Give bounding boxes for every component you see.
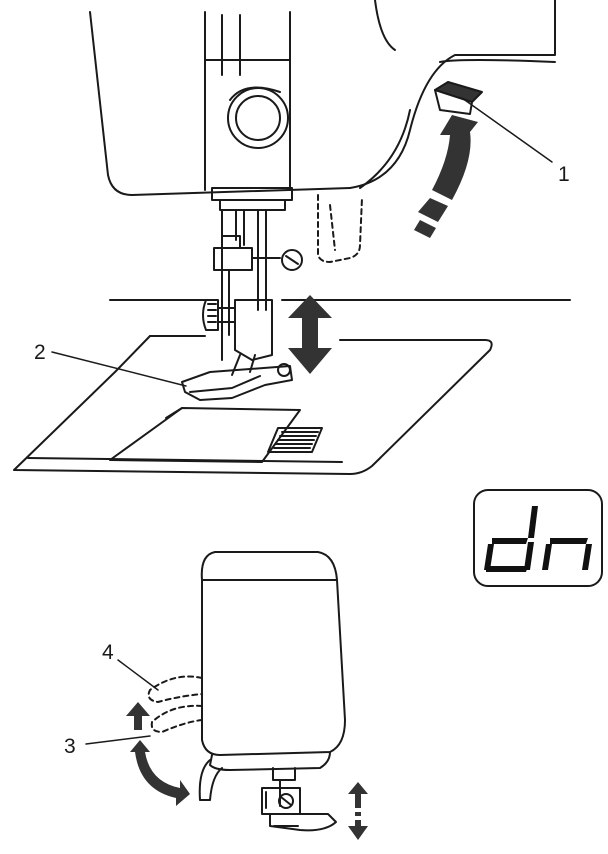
lcd-display: dn — [472, 488, 604, 588]
machine-side — [147, 551, 346, 832]
callout-leaders — [51, 97, 553, 745]
callout-2-label: 2 — [34, 341, 46, 364]
callout-4-label: 4 — [102, 641, 114, 664]
machine-head — [89, 0, 556, 263]
presser-foot-lever — [434, 81, 483, 115]
callout-1-label: 1 — [558, 163, 570, 186]
lcd-display-graphic — [473, 489, 603, 587]
callout-3-label: 3 — [64, 735, 76, 758]
leader-4 — [117, 659, 159, 691]
leader-3 — [85, 735, 151, 745]
needle-assembly — [181, 209, 303, 401]
foot-lift-arrow — [348, 782, 368, 840]
foot-updown-arrow — [288, 295, 332, 374]
lcd-digit-d — [484, 506, 538, 572]
lever-up-arrow — [414, 115, 478, 238]
needle-plate — [13, 335, 493, 475]
leader-2 — [51, 351, 187, 387]
lever-raise-arrows — [126, 702, 190, 806]
lcd-digit-n — [542, 538, 592, 570]
leader-1 — [461, 97, 553, 163]
bed-lines — [109, 299, 571, 341]
